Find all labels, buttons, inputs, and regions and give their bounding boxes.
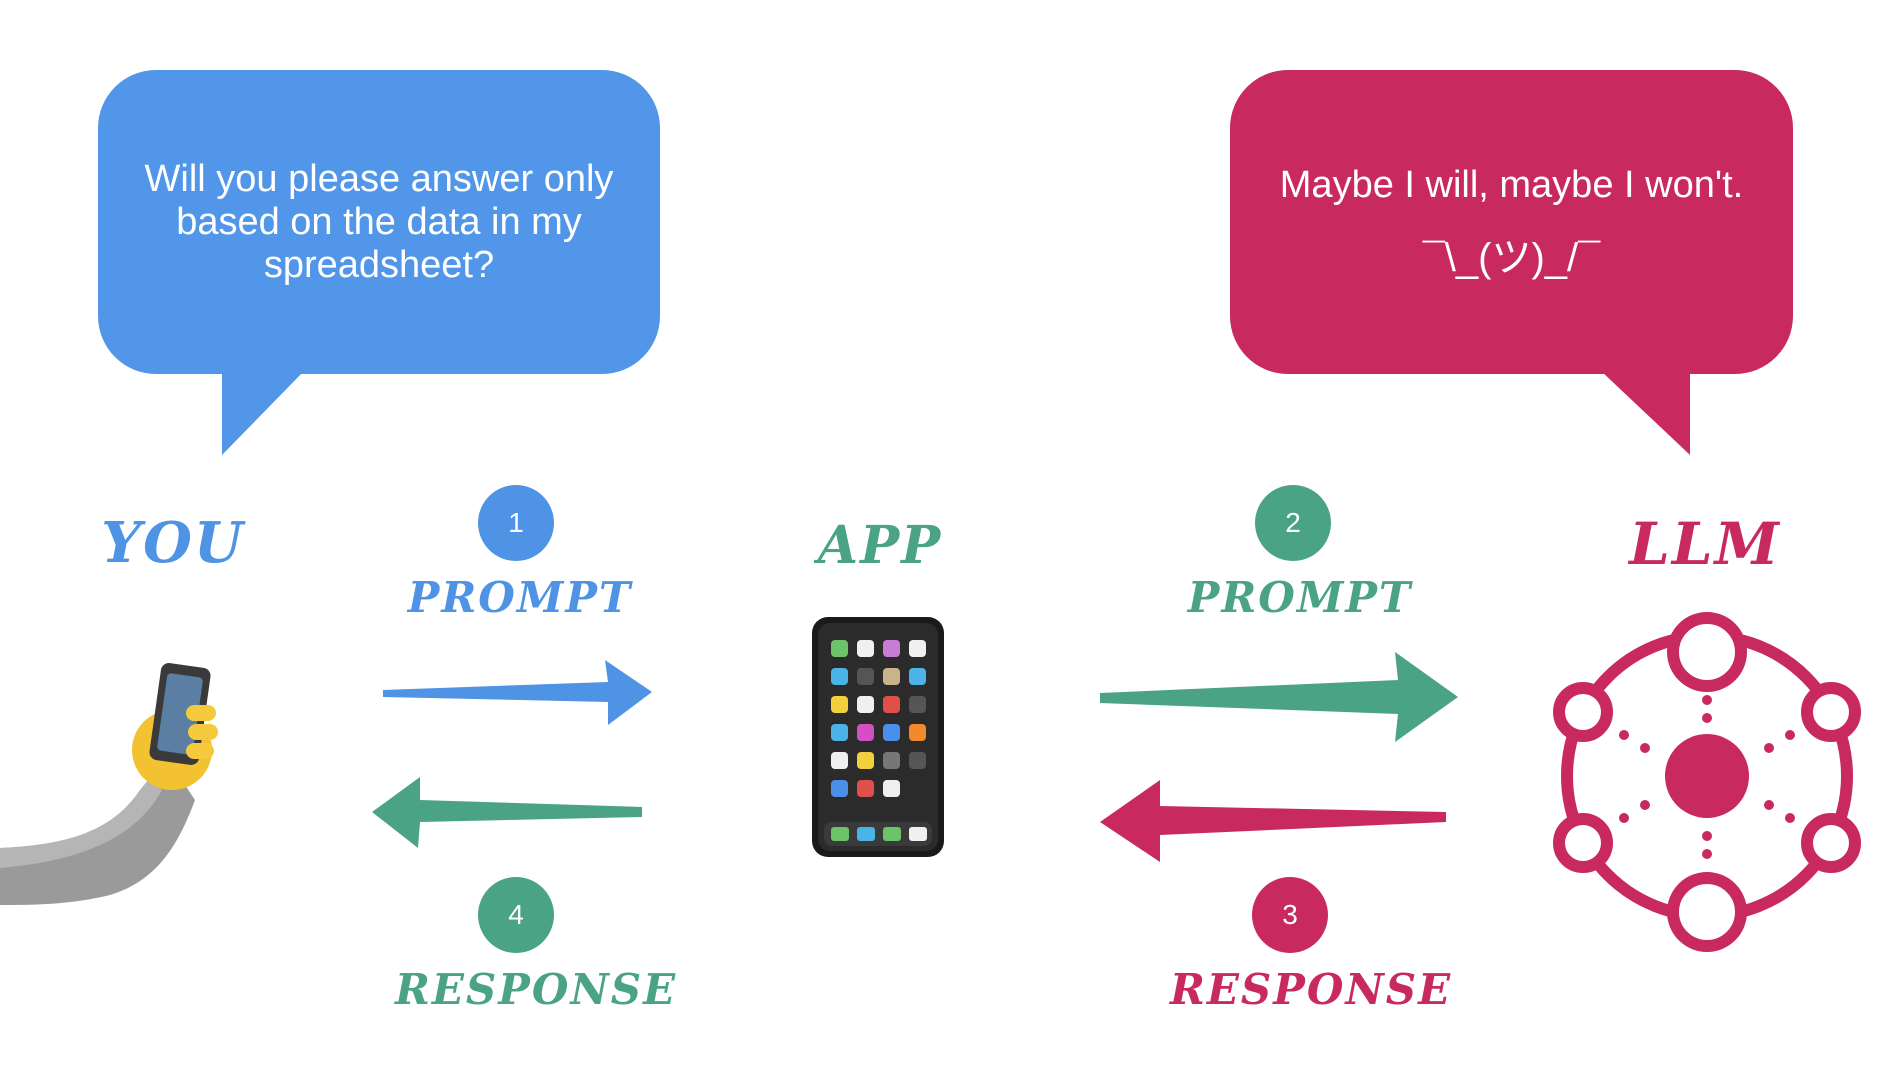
step-4-circle: 4 (478, 877, 554, 953)
app-label: APP (817, 515, 943, 576)
response-label-llm-to-app: RESPONSE (1170, 965, 1453, 1014)
app-tile (831, 780, 848, 797)
app-tile (883, 640, 900, 657)
app-tile (883, 752, 900, 769)
app-tile (857, 752, 874, 769)
app-tile (857, 780, 874, 797)
app-tile (909, 752, 926, 769)
app-tile (883, 780, 900, 797)
app-tile (883, 696, 900, 713)
app-tile (909, 696, 926, 713)
user-speech-bubble: Will you please answer only based on the… (98, 70, 660, 374)
response-label-app-to-user: RESPONSE (395, 965, 678, 1014)
app-tile (831, 752, 848, 769)
app-tile (909, 640, 926, 657)
app-tile (857, 640, 874, 657)
llm-label: LLM (1629, 510, 1781, 578)
app-tile (831, 696, 848, 713)
app-tile (909, 668, 926, 685)
app-tile (857, 696, 874, 713)
llm-speech-bubble: Maybe I will, maybe I won't. ¯\_(ツ)_/¯ (1230, 70, 1793, 374)
app-tile (857, 668, 874, 685)
app-tile (831, 668, 848, 685)
user-question-text: Will you please answer only based on the… (144, 157, 614, 286)
app-tile (857, 724, 874, 741)
app-tile (831, 724, 848, 741)
app-tile (831, 640, 848, 657)
app-tile (883, 724, 900, 741)
shrug-emoticon: ¯\_(ツ)_/¯ (1422, 236, 1601, 280)
app-tile (909, 724, 926, 741)
step-1-circle: 1 (478, 485, 554, 561)
llm-reply-text: Maybe I will, maybe I won't. (1279, 164, 1744, 206)
prompt-label-app-to-llm: PROMPT (1187, 573, 1413, 622)
app-tile (909, 780, 926, 797)
you-label: YOU (101, 510, 245, 576)
step-2-circle: 2 (1255, 485, 1331, 561)
app-tile (883, 668, 900, 685)
step-3-circle: 3 (1252, 877, 1328, 953)
prompt-label-user-to-app: PROMPT (407, 573, 633, 622)
